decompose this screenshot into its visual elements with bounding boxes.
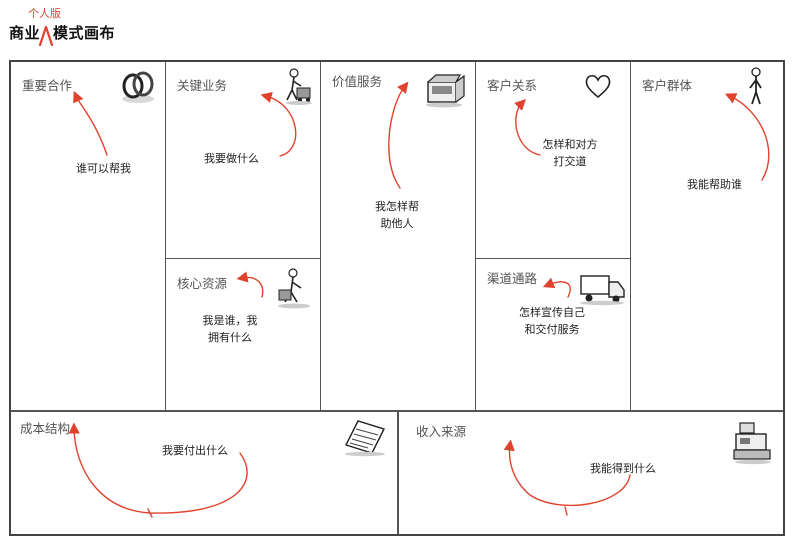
note-line: 怎样宣传自己: [519, 306, 585, 319]
worker-icon: [278, 268, 310, 309]
block-label-customer-relationships: 客户关系: [487, 78, 538, 93]
note-line: 我怎样帮: [375, 200, 419, 213]
note-channels: 怎样宣传自己 和交付服务: [497, 304, 607, 338]
note-revenue-streams: 我能得到什么: [590, 462, 656, 475]
note-line: 怎样和对方: [542, 138, 598, 151]
divider: [475, 258, 630, 259]
divider: [320, 62, 321, 411]
divider: [475, 62, 476, 411]
arrow: [260, 92, 297, 157]
arrow: [542, 277, 571, 298]
title-insertion-note: 个人版: [28, 7, 61, 20]
block-label-customer-segments: 客户群体: [642, 78, 693, 93]
block-label-key-partners: 重要合作: [22, 78, 73, 93]
note-key-activities: 我要做什么: [204, 152, 259, 165]
note-line: 助他人: [380, 217, 414, 230]
block-label-revenue-streams: 收入来源: [416, 424, 467, 439]
truck-icon: [580, 275, 625, 306]
note-customer-segments: 我能帮助谁: [687, 178, 742, 191]
title-part-1: 商业: [9, 24, 41, 42]
divider: [630, 62, 631, 411]
block-label-key-activities: 关键业务: [177, 78, 228, 93]
arrow: [68, 422, 248, 514]
divider: [165, 258, 320, 259]
note-cost-structure: 我要付出什么: [162, 444, 228, 457]
note-line: 和交付服务: [524, 323, 580, 336]
title-part-2: 模式画布: [53, 24, 116, 42]
note-value-propositions: 我怎样帮 助他人: [352, 198, 442, 232]
arrow: [236, 271, 264, 298]
page-title: 商业 模式画布 个人版: [9, 6, 149, 46]
arrow: [724, 93, 770, 181]
worker-cart-icon: [286, 68, 312, 105]
note-key-resources: 我是谁，我 拥有什么: [180, 312, 280, 346]
arrow: [514, 99, 541, 156]
block-label-channels: 渠道通路: [487, 271, 538, 286]
rings-icon: [122, 71, 154, 103]
note-line: 拥有什么: [208, 331, 252, 344]
block-label-cost-structure: 成本结构: [20, 421, 71, 436]
arrow: [503, 439, 631, 507]
gift-machine-icon: [426, 74, 465, 108]
canvas-frame: [9, 60, 785, 536]
arrow: [73, 90, 108, 156]
note-customer-relationships: 怎样和对方 打交道: [520, 136, 620, 170]
note-line: 我是谁，我: [202, 314, 258, 327]
block-label-value-propositions: 价值服务: [332, 74, 383, 89]
arrow-tick: [564, 506, 568, 516]
insertion-caret-icon: [38, 25, 54, 46]
person-icon: [749, 67, 762, 105]
heart-icon: [585, 74, 611, 99]
note-line: 打交道: [553, 155, 587, 168]
arrow: [388, 81, 409, 189]
cash-register-icon: [733, 422, 771, 465]
divider: [397, 411, 399, 534]
note-key-partners: 谁可以帮我: [76, 162, 131, 175]
block-label-key-resources: 核心资源: [177, 276, 228, 291]
arrow-tick: [147, 508, 153, 518]
document-icon: [345, 420, 385, 457]
divider: [165, 62, 166, 411]
